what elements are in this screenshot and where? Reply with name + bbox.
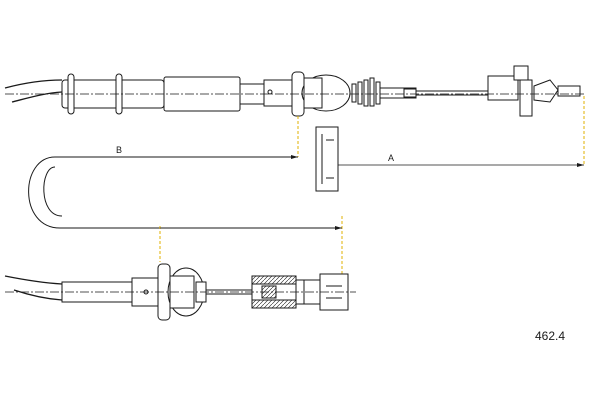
lower-cable-tail-bottom [13, 289, 63, 301]
upper-bellows-rib-4 [369, 77, 375, 107]
dim-a-arrow [577, 163, 584, 167]
lower-cable-assembly [4, 263, 356, 321]
upper-cable-tail-top [4, 79, 63, 89]
dimension-b-label: B [116, 145, 122, 155]
upper-ferrule-hole [267, 89, 273, 95]
cable-loop [28, 156, 342, 229]
upper-end-cap [533, 79, 559, 103]
upper-end-tab [513, 65, 529, 81]
upper-cable-assembly [4, 65, 585, 117]
dim-b-arrow [291, 155, 298, 159]
lower-end-hatch-bottom [251, 299, 297, 309]
cable-loop-inner [43, 166, 63, 217]
upper-end-rod [557, 85, 581, 97]
upper-bellows-rib-3 [363, 79, 369, 107]
upper-inner-nut [403, 88, 417, 98]
part-number: 462.4 [535, 329, 565, 343]
mounting-bracket [315, 126, 339, 192]
cable-loop-outer [28, 156, 342, 229]
upper-end-housing [487, 75, 519, 101]
upper-bellows-rib-1 [351, 83, 357, 103]
dim-lower-arrow [335, 226, 342, 230]
upper-bellows-rib-5 [375, 81, 381, 105]
upper-end-clip [519, 79, 533, 117]
lower-cable-tail-top [4, 275, 63, 285]
lower-end-hatch-top [251, 275, 297, 285]
dimension-a-label: A [388, 153, 394, 163]
bracket-plate [315, 126, 339, 192]
upper-grommet-neck [303, 77, 323, 109]
dimension-lines: B A [60, 96, 585, 280]
upper-cable-tail-bottom [11, 91, 63, 103]
upper-bellows-rib-2 [357, 81, 363, 105]
